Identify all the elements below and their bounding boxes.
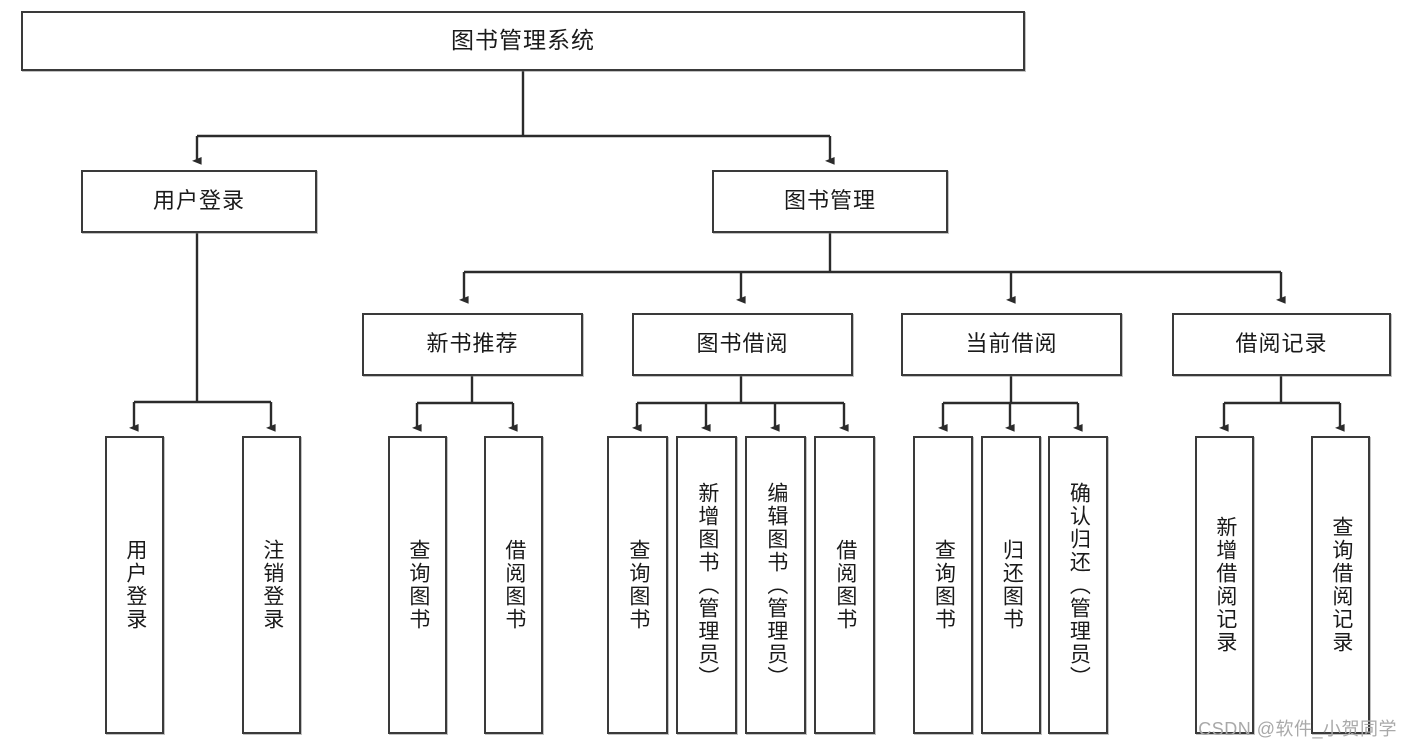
node-leaf-query-book-2[interactable]: 查询图书 [607, 436, 668, 734]
leaf-label: 新增借阅记录 [1213, 516, 1237, 654]
node-book-management[interactable]: 图书管理 [712, 170, 948, 233]
node-new-book-recommend[interactable]: 新书推荐 [362, 313, 583, 376]
leaf-label: 确认归还（管理员） [1067, 481, 1091, 689]
leaf-label: 用户登录 [123, 539, 147, 631]
leaf-label: 注销登录 [260, 539, 284, 631]
leaf-label: 查询图书 [406, 539, 430, 631]
node-book-borrow[interactable]: 图书借阅 [632, 313, 853, 376]
node-leaf-edit-book[interactable]: 编辑图书（管理员） [745, 436, 806, 734]
node-borrow-record[interactable]: 借阅记录 [1172, 313, 1391, 376]
node-leaf-user-logout[interactable]: 注销登录 [242, 436, 301, 734]
node-leaf-confirm-return[interactable]: 确认归还（管理员） [1048, 436, 1108, 734]
node-leaf-user-login[interactable]: 用户登录 [105, 436, 164, 734]
leaf-label: 查询图书 [932, 539, 956, 631]
leaf-label: 借阅图书 [833, 539, 857, 631]
node-leaf-query-book-3[interactable]: 查询图书 [913, 436, 973, 734]
node-leaf-add-record[interactable]: 新增借阅记录 [1195, 436, 1254, 734]
node-leaf-return-book[interactable]: 归还图书 [981, 436, 1041, 734]
node-leaf-borrow-book-1[interactable]: 借阅图书 [484, 436, 543, 734]
node-leaf-query-record[interactable]: 查询借阅记录 [1311, 436, 1370, 734]
node-leaf-add-book[interactable]: 新增图书（管理员） [676, 436, 737, 734]
node-leaf-borrow-book-2[interactable]: 借阅图书 [814, 436, 875, 734]
leaf-label: 归还图书 [1000, 539, 1024, 631]
leaf-label: 编辑图书（管理员） [764, 481, 788, 689]
leaf-label: 查询借阅记录 [1329, 516, 1353, 654]
leaf-label: 新增图书（管理员） [695, 481, 719, 689]
leaf-label: 查询图书 [626, 539, 650, 631]
leaf-label: 借阅图书 [502, 539, 526, 631]
node-book-management-system[interactable]: 图书管理系统 [21, 11, 1025, 71]
node-user-login[interactable]: 用户登录 [81, 170, 317, 233]
node-leaf-query-book-1[interactable]: 查询图书 [388, 436, 447, 734]
watermark-text: CSDN @软件_小贺同学 [1198, 719, 1397, 739]
node-current-borrow[interactable]: 当前借阅 [901, 313, 1122, 376]
